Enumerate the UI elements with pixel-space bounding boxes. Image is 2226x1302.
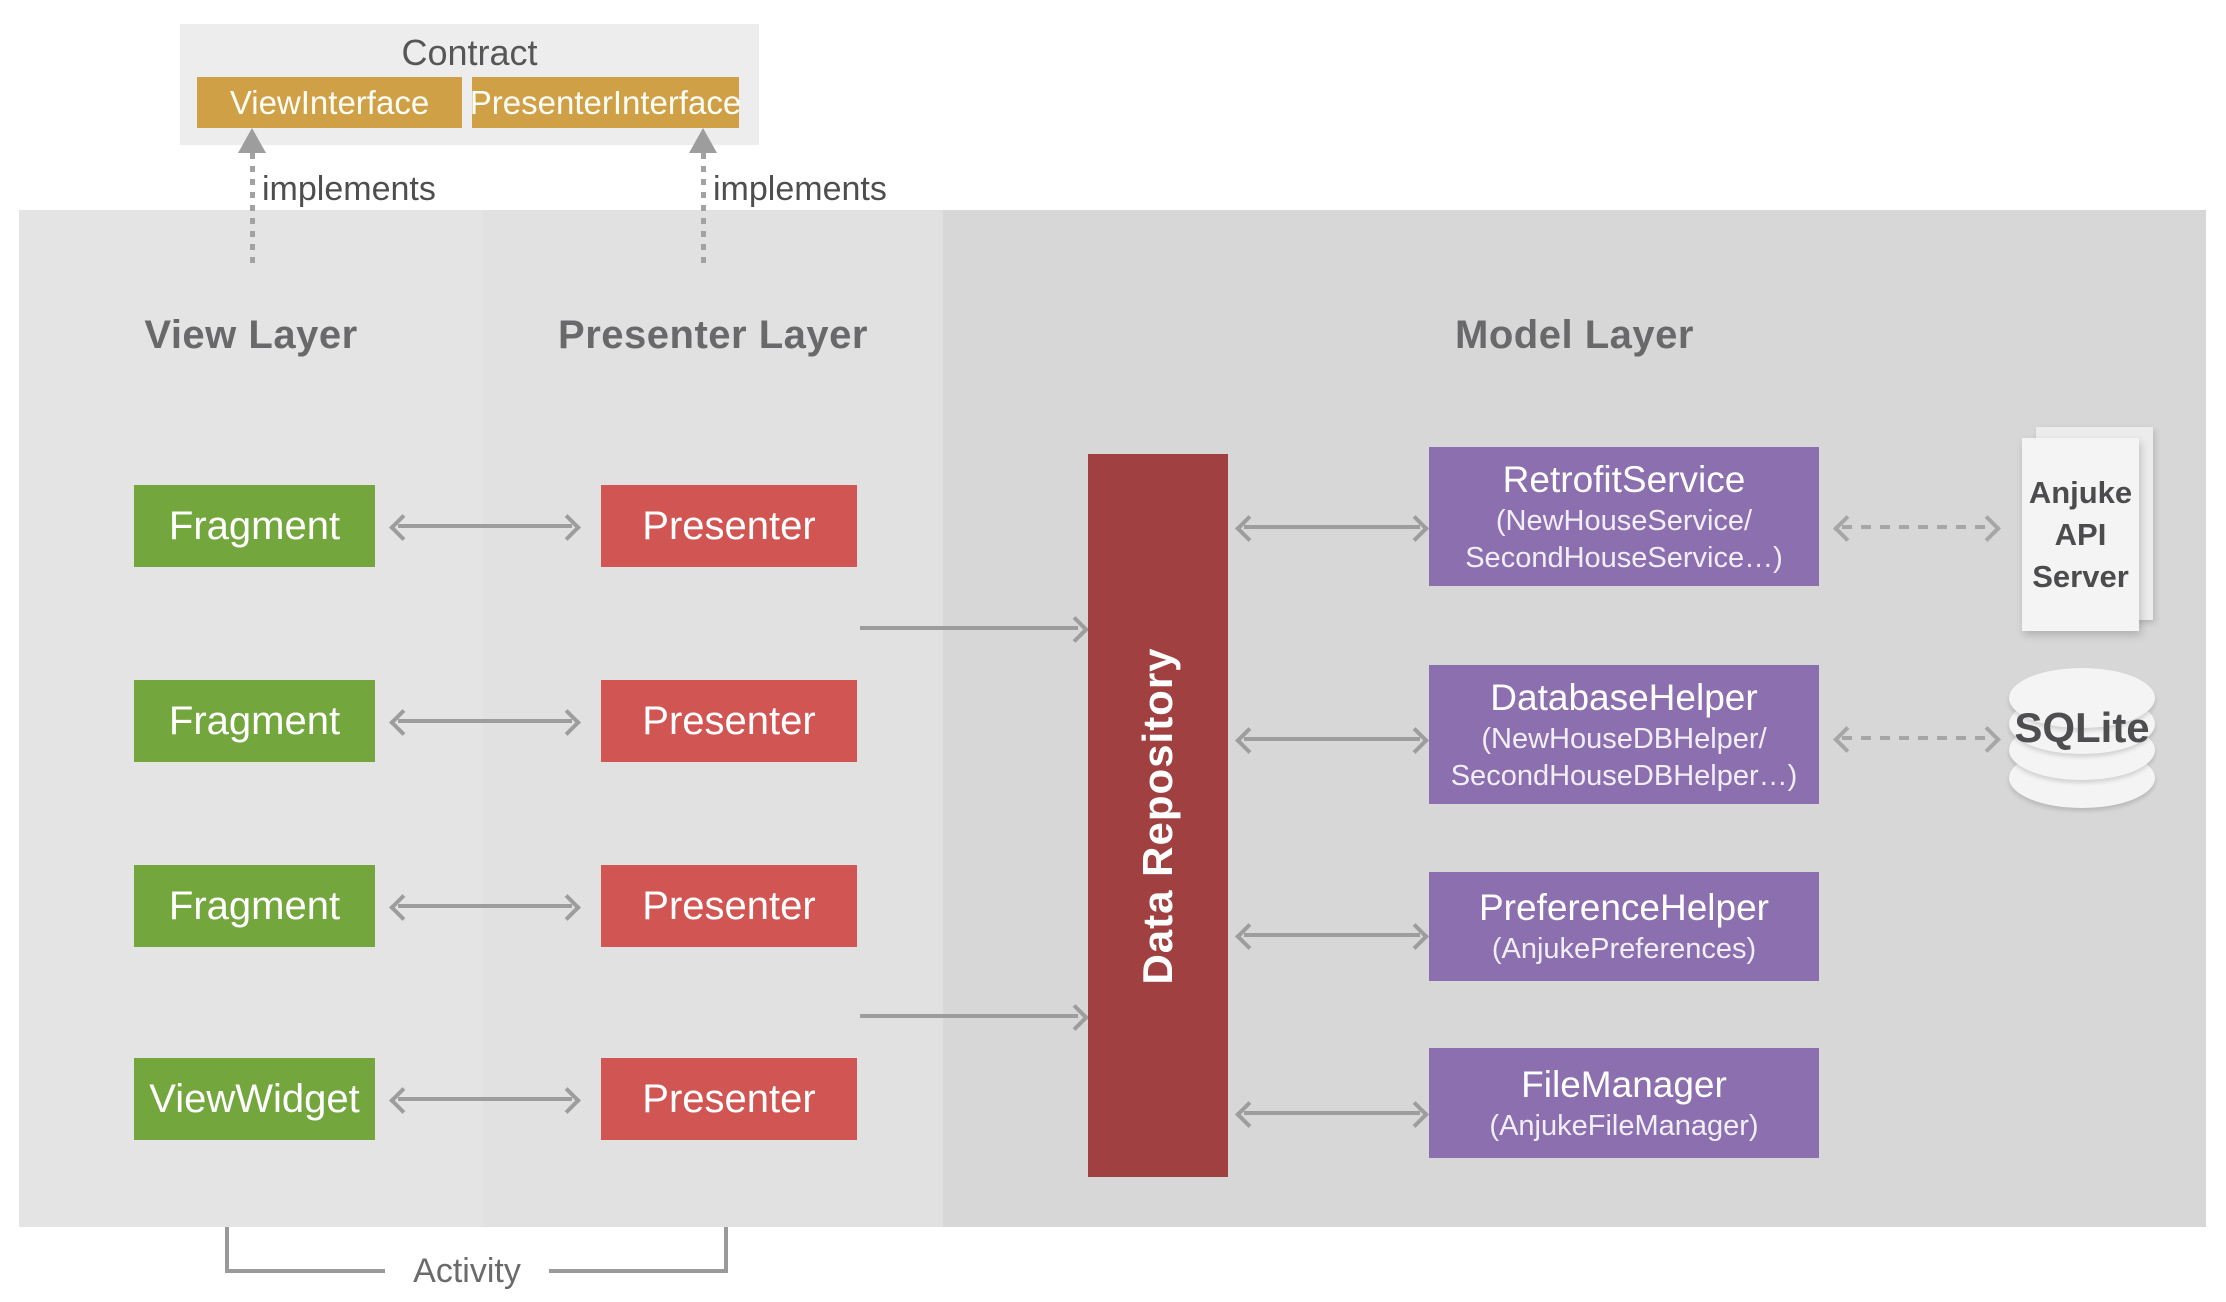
api-server-label-line-2: API [2054, 516, 2107, 552]
presenter-box-4: Presenter [601, 1058, 857, 1140]
view-presenter-arrow-3 [389, 893, 581, 921]
data-repository-box: Data Repository [1088, 454, 1228, 1177]
api-server-label-line-3: Server [2032, 558, 2129, 594]
retrofit-api-dashed-arrow [1833, 514, 2001, 542]
model-layer-title: Model Layer [1455, 312, 1694, 357]
contract-group: Contract ViewInterface PresenterInterfac… [180, 24, 759, 145]
presenter-interface-box: PresenterInterface [470, 77, 741, 128]
sqlite-label: SQLite [2014, 704, 2150, 751]
sqlite-disc-1 [2009, 668, 2155, 728]
presenter-repository-arrow-2 [858, 1003, 1089, 1031]
activity-bracket-left-horizontal [225, 1269, 385, 1273]
contract-title: Contract [401, 32, 538, 73]
database-helper-title: DatabaseHelper [1490, 676, 1758, 718]
activity-bracket-left-vertical [225, 1227, 229, 1273]
fragment-box-1: Fragment [134, 485, 375, 567]
implements-dotted-line-right [701, 153, 706, 270]
presenter-box-2: Presenter [601, 680, 857, 762]
implements-dotted-line-left [250, 153, 255, 270]
view-presenter-arrow-2 [389, 708, 581, 736]
database-helper-sub-2: SecondHouseDBHelper…) [1450, 759, 1798, 792]
repository-model-arrow-4 [1235, 1100, 1429, 1128]
repository-model-arrow-3 [1235, 922, 1429, 950]
presenter-box-3: Presenter [601, 865, 857, 947]
repository-model-arrow-2 [1235, 726, 1429, 754]
retrofit-service-sub-2: SecondHouseService…) [1465, 541, 1783, 574]
implements-label-left: implements [262, 170, 436, 208]
fragment-box-2: Fragment [134, 680, 375, 762]
view-interface-box: ViewInterface [197, 77, 462, 128]
activity-label: Activity [413, 1252, 521, 1290]
database-helper-box: DatabaseHelper (NewHouseDBHelper/ Second… [1429, 665, 1819, 804]
implements-arrowhead-left-icon [238, 128, 266, 153]
api-server-icon: Anjuke API Server [2022, 438, 2139, 631]
api-server-label-line-1: Anjuke [2028, 474, 2133, 510]
presenter-layer-title: Presenter Layer [558, 312, 868, 357]
file-manager-box: FileManager (AnjukeFileManager) [1429, 1048, 1819, 1158]
view-presenter-arrow-4 [389, 1086, 581, 1114]
viewwidget-box: ViewWidget [134, 1058, 375, 1140]
retrofit-service-sub-1: (NewHouseService/ [1495, 504, 1753, 537]
implements-label-right: implements [713, 170, 887, 208]
dbhelper-sqlite-dashed-arrow [1833, 725, 2001, 753]
activity-bracket-right-horizontal [549, 1269, 728, 1273]
presenter-repository-arrow-1 [858, 615, 1089, 643]
presenter-box-1: Presenter [601, 485, 857, 567]
database-helper-sub-1: (NewHouseDBHelper/ [1481, 722, 1767, 755]
data-repository-label: Data Repository [1134, 646, 1181, 985]
fragment-box-3: Fragment [134, 865, 375, 947]
preference-helper-title: PreferenceHelper [1479, 887, 1769, 928]
view-layer-title: View Layer [144, 312, 358, 357]
repository-model-arrow-1 [1235, 514, 1429, 542]
implements-arrowhead-right-icon [689, 128, 717, 153]
preference-helper-sub-1: (AnjukePreferences) [1491, 933, 1757, 965]
file-manager-title: FileManager [1521, 1063, 1727, 1105]
view-presenter-arrow-1 [389, 513, 581, 541]
activity-bracket-right-vertical [724, 1227, 728, 1273]
preference-helper-box: PreferenceHelper (AnjukePreferences) [1429, 872, 1819, 981]
sqlite-database-icon: SQLite [2009, 668, 2155, 810]
retrofit-service-box: RetrofitService (NewHouseService/ Second… [1429, 447, 1819, 586]
file-manager-sub-1: (AnjukeFileManager) [1489, 1109, 1759, 1142]
retrofit-service-title: RetrofitService [1502, 458, 1746, 500]
